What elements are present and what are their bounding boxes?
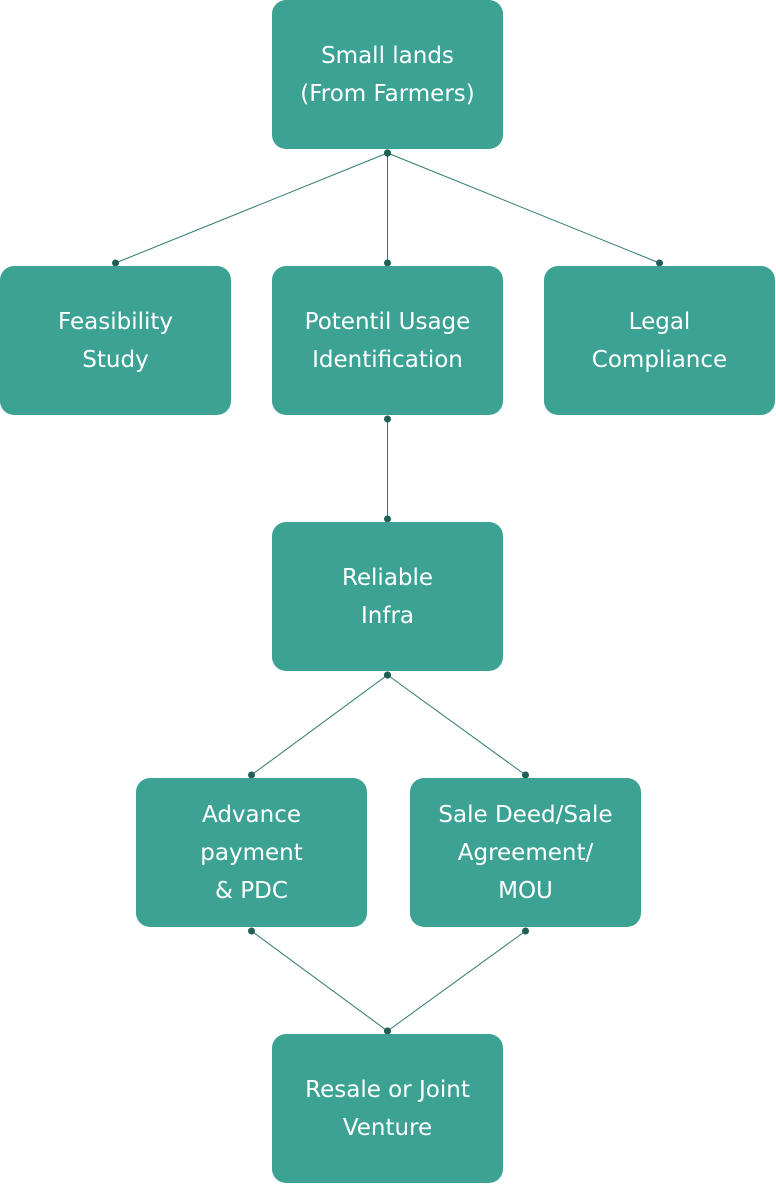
- connector-dot-start: [384, 415, 391, 423]
- node-label: Advance payment & PDC: [200, 801, 303, 904]
- node-feasibility-study: Feasibility Study: [0, 266, 231, 415]
- connector-dot-end: [384, 259, 391, 267]
- node-legal-compliance: Legal Compliance: [544, 266, 775, 415]
- node-advance-payment: Advance payment & PDC: [136, 778, 367, 927]
- connector-dot-start: [384, 671, 391, 679]
- node-label: Sale Deed/Sale Agreement/ MOU: [438, 801, 613, 904]
- connector-dot-end: [384, 1027, 391, 1035]
- node-label: Feasibility Study: [58, 308, 173, 373]
- node-small-lands: Small lands (From Farmers): [272, 0, 503, 149]
- node-label: Small lands (From Farmers): [300, 42, 475, 107]
- connector-dot-end: [522, 771, 529, 779]
- connector-infra-deed: [387, 674, 526, 776]
- node-resale-joint-venture: Resale or Joint Venture: [272, 1034, 503, 1183]
- node-potential-usage: Potentil Usage Identification: [272, 266, 503, 415]
- node-label: Legal Compliance: [591, 308, 728, 373]
- node-label: Resale or Joint Venture: [305, 1076, 470, 1141]
- connector-dot-end: [248, 771, 255, 779]
- connector-dot-end: [384, 515, 391, 523]
- connector-root-legal: [387, 152, 660, 264]
- connector-dot-end: [112, 259, 119, 267]
- connector-deed-resale: [387, 930, 526, 1032]
- node-sale-deed: Sale Deed/Sale Agreement/ MOU: [410, 778, 641, 927]
- connector-dot-start: [248, 927, 255, 935]
- node-reliable-infra: Reliable Infra: [272, 522, 503, 671]
- node-label: Potentil Usage Identification: [304, 308, 471, 373]
- connector-infra-advance: [251, 674, 388, 776]
- connector-dot-start: [522, 927, 529, 935]
- connector-dot-start: [384, 149, 391, 157]
- connector-advance-resale: [251, 930, 388, 1032]
- connector-dot-end: [656, 259, 663, 267]
- node-label: Reliable Infra: [341, 564, 434, 629]
- connector-root-feasibility: [115, 152, 388, 264]
